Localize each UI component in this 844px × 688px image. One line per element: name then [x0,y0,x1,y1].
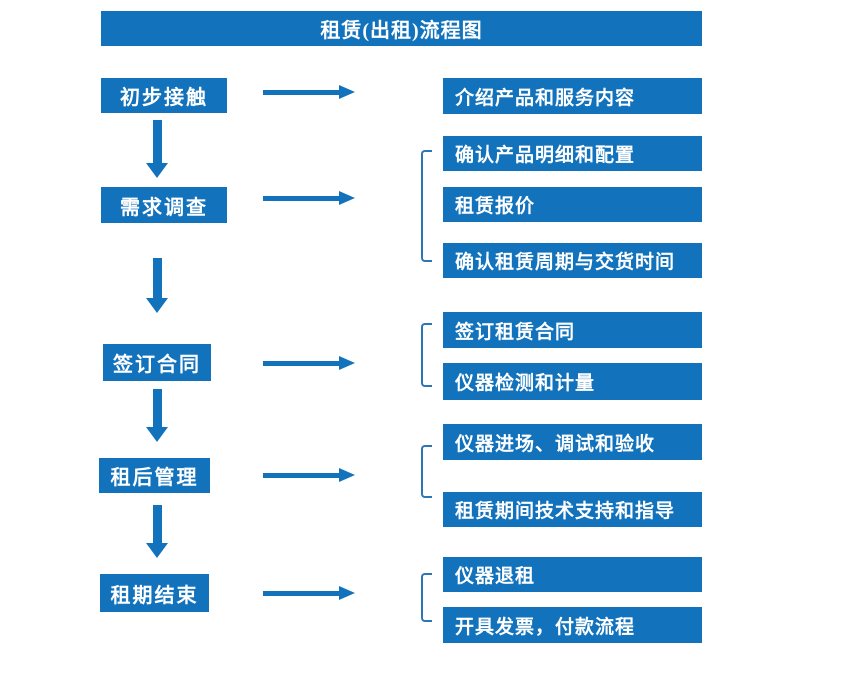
arrow-right-icon [263,356,355,370]
output-box-instrument-inspection: 仪器检测和计量 [443,363,702,400]
arrow-down-icon [146,258,168,313]
arrow-right-icon [263,586,355,600]
output-box-instrument-return: 仪器退租 [443,557,702,592]
output-box-introduce-products: 介绍产品和服务内容 [443,78,702,114]
step-box-rental-end: 租期结束 [100,574,209,612]
group-bracket-icon [421,150,432,262]
flowchart-title: 租赁(出租)流程图 [101,11,702,46]
arrow-right-icon [263,468,355,482]
arrow-right-icon [263,85,355,99]
arrow-down-icon [146,120,168,178]
arrow-right-icon [263,191,355,205]
output-box-rental-quotation: 租赁报价 [443,187,702,222]
output-box-invoice-payment: 开具发票，付款流程 [443,607,702,643]
group-bracket-icon [421,445,432,498]
step-box-post-rental-management: 租后管理 [99,458,210,493]
output-box-sign-rental-contract: 签订租赁合同 [443,312,702,348]
output-box-technical-support: 租赁期间技术支持和指导 [443,492,702,527]
arrow-down-icon [146,389,168,442]
output-box-confirm-period-delivery: 确认租赁周期与交货时间 [443,243,702,278]
output-box-confirm-product-details: 确认产品明细和配置 [443,136,702,171]
group-bracket-icon [421,323,432,387]
step-box-sign-contract: 签订合同 [103,344,211,381]
step-box-demand-survey: 需求调查 [101,187,227,223]
arrow-down-icon [146,505,168,558]
step-box-initial-contact: 初步接触 [101,78,227,113]
group-bracket-icon [421,573,432,622]
output-box-instrument-setup-acceptance: 仪器进场、调试和验收 [443,424,702,460]
